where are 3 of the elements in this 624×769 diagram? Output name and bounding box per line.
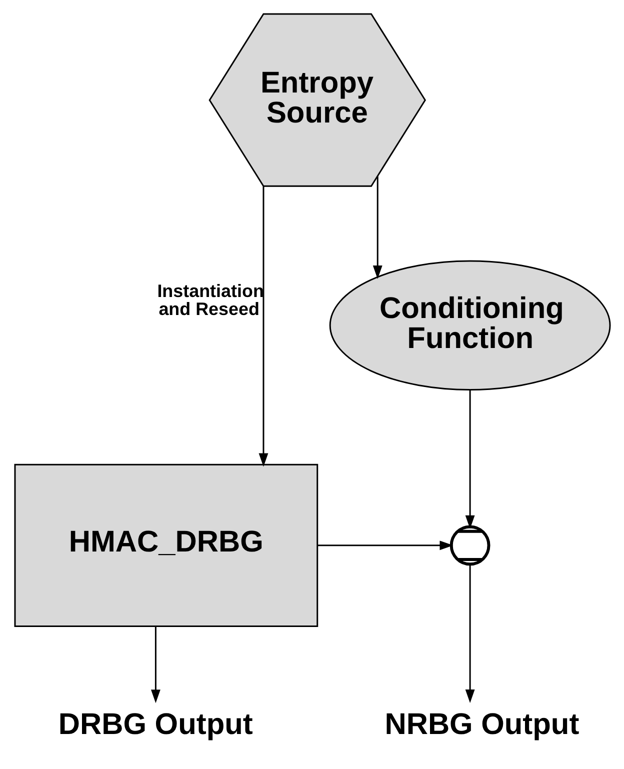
node-text: DRBG Output [58,708,252,742]
node-text: NRBG Output [384,708,579,742]
edge-label: Instantiation and Reseed [156,281,264,320]
